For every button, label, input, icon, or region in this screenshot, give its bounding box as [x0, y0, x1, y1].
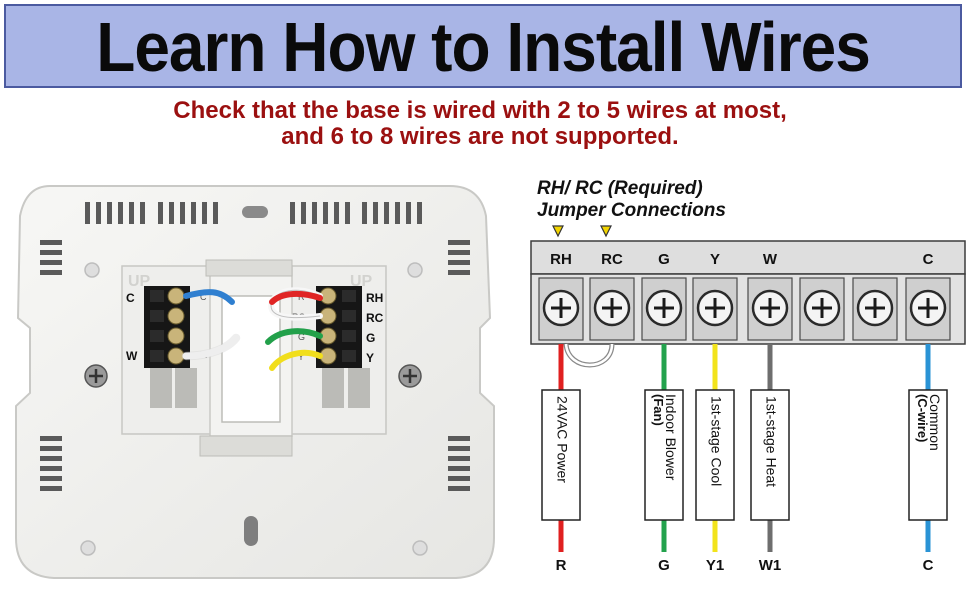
- right-label-rh: RH: [366, 291, 383, 305]
- terminal-screw: [799, 277, 845, 341]
- terminal-label: Y: [710, 251, 720, 268]
- jumper-loop: [563, 343, 615, 368]
- right-label-g: G: [366, 331, 375, 345]
- photo-wire-blue: [183, 289, 235, 305]
- terminal-label: G: [658, 251, 670, 268]
- wire-label: 24VAC Power: [554, 396, 570, 483]
- left-label-c: C: [126, 291, 135, 305]
- instruction-line-1: Check that the base is wired with 2 to 5…: [173, 97, 787, 124]
- terminal-label: C: [923, 251, 934, 268]
- left-screw: [84, 364, 108, 388]
- wire-bottom-label: W1: [759, 557, 782, 574]
- wire-label: Common(C-wire): [915, 394, 944, 451]
- terminal-screw: [747, 277, 793, 341]
- left-label-w: W: [126, 349, 138, 363]
- wire-bottom-label: R: [556, 557, 567, 574]
- jumper-title-line-2: Jumper Connections: [537, 200, 726, 221]
- jumper-title-line-1: RH/ RC (Required): [537, 178, 703, 199]
- right-screw: [398, 364, 422, 388]
- wire-bottom-label: Y1: [706, 557, 724, 574]
- terminal-screws: [538, 277, 951, 341]
- wire-bottom-label: G: [658, 557, 670, 574]
- terminal-screw: [692, 277, 738, 341]
- instruction-text: Check that the base is wired with 2 to 5…: [0, 98, 960, 150]
- photo-wire-green: [265, 328, 323, 345]
- right-wire-label-g: G: [298, 332, 305, 342]
- terminal-header: [530, 240, 966, 275]
- bottom-slot: [244, 516, 258, 546]
- title-banner: Learn How to Install Wires: [4, 4, 962, 88]
- side-vents: [40, 240, 470, 491]
- instruction-line-2: and 6 to 8 wires are not supported.: [281, 123, 679, 150]
- terminal-screw: [538, 277, 584, 341]
- right-terminal-screws: [319, 287, 337, 365]
- terminal-screw: [589, 277, 635, 341]
- jumper-arrows: [552, 225, 612, 238]
- terminal-screw: [641, 277, 687, 341]
- terminal-screw: [905, 277, 951, 341]
- arrow-down-icon: [600, 225, 612, 238]
- thermostat-base-photo: UP UP C W C W RH RC G Y R RC G Y: [15, 185, 495, 579]
- right-label-rc: RC: [366, 311, 384, 325]
- left-wire-label-c: C: [200, 292, 207, 302]
- wire-bottom-label: C: [923, 557, 934, 574]
- terminal-label: RH: [550, 251, 572, 268]
- photo-wire-white-left: [182, 334, 240, 360]
- terminal-label: RC: [601, 251, 623, 268]
- mounting-posts: [80, 262, 428, 556]
- photo-wire-red: [269, 290, 323, 305]
- arrow-down-icon: [552, 225, 564, 238]
- page-title: Learn How to Install Wires: [96, 8, 871, 86]
- left-terminal-screws: [167, 287, 185, 365]
- right-label-y: Y: [366, 351, 374, 365]
- terminal-label: W: [763, 251, 778, 268]
- wire-label: Indoor Blower(Fan): [651, 394, 680, 481]
- up-mark-left: UP: [128, 273, 151, 290]
- terminal-screw: [852, 277, 898, 341]
- wire-label: 1st-stage Cool: [708, 396, 724, 486]
- right-wire-label-y: Y: [298, 352, 304, 362]
- up-mark-right: UP: [350, 273, 373, 290]
- jumper-title: RH/ RC (Required) Jumper Connections: [537, 178, 726, 222]
- terminal-labels: RH RC G Y W C: [550, 251, 933, 268]
- lower-windows: [150, 368, 370, 408]
- wire-g: Indoor Blower(Fan) G: [644, 344, 684, 574]
- top-slot: [242, 206, 268, 218]
- wire-c: Common(C-wire) C: [908, 344, 948, 574]
- photo-wire-yellow: [269, 349, 323, 371]
- wire-label: 1st-stage Heat: [763, 396, 779, 487]
- top-vents: [85, 202, 422, 224]
